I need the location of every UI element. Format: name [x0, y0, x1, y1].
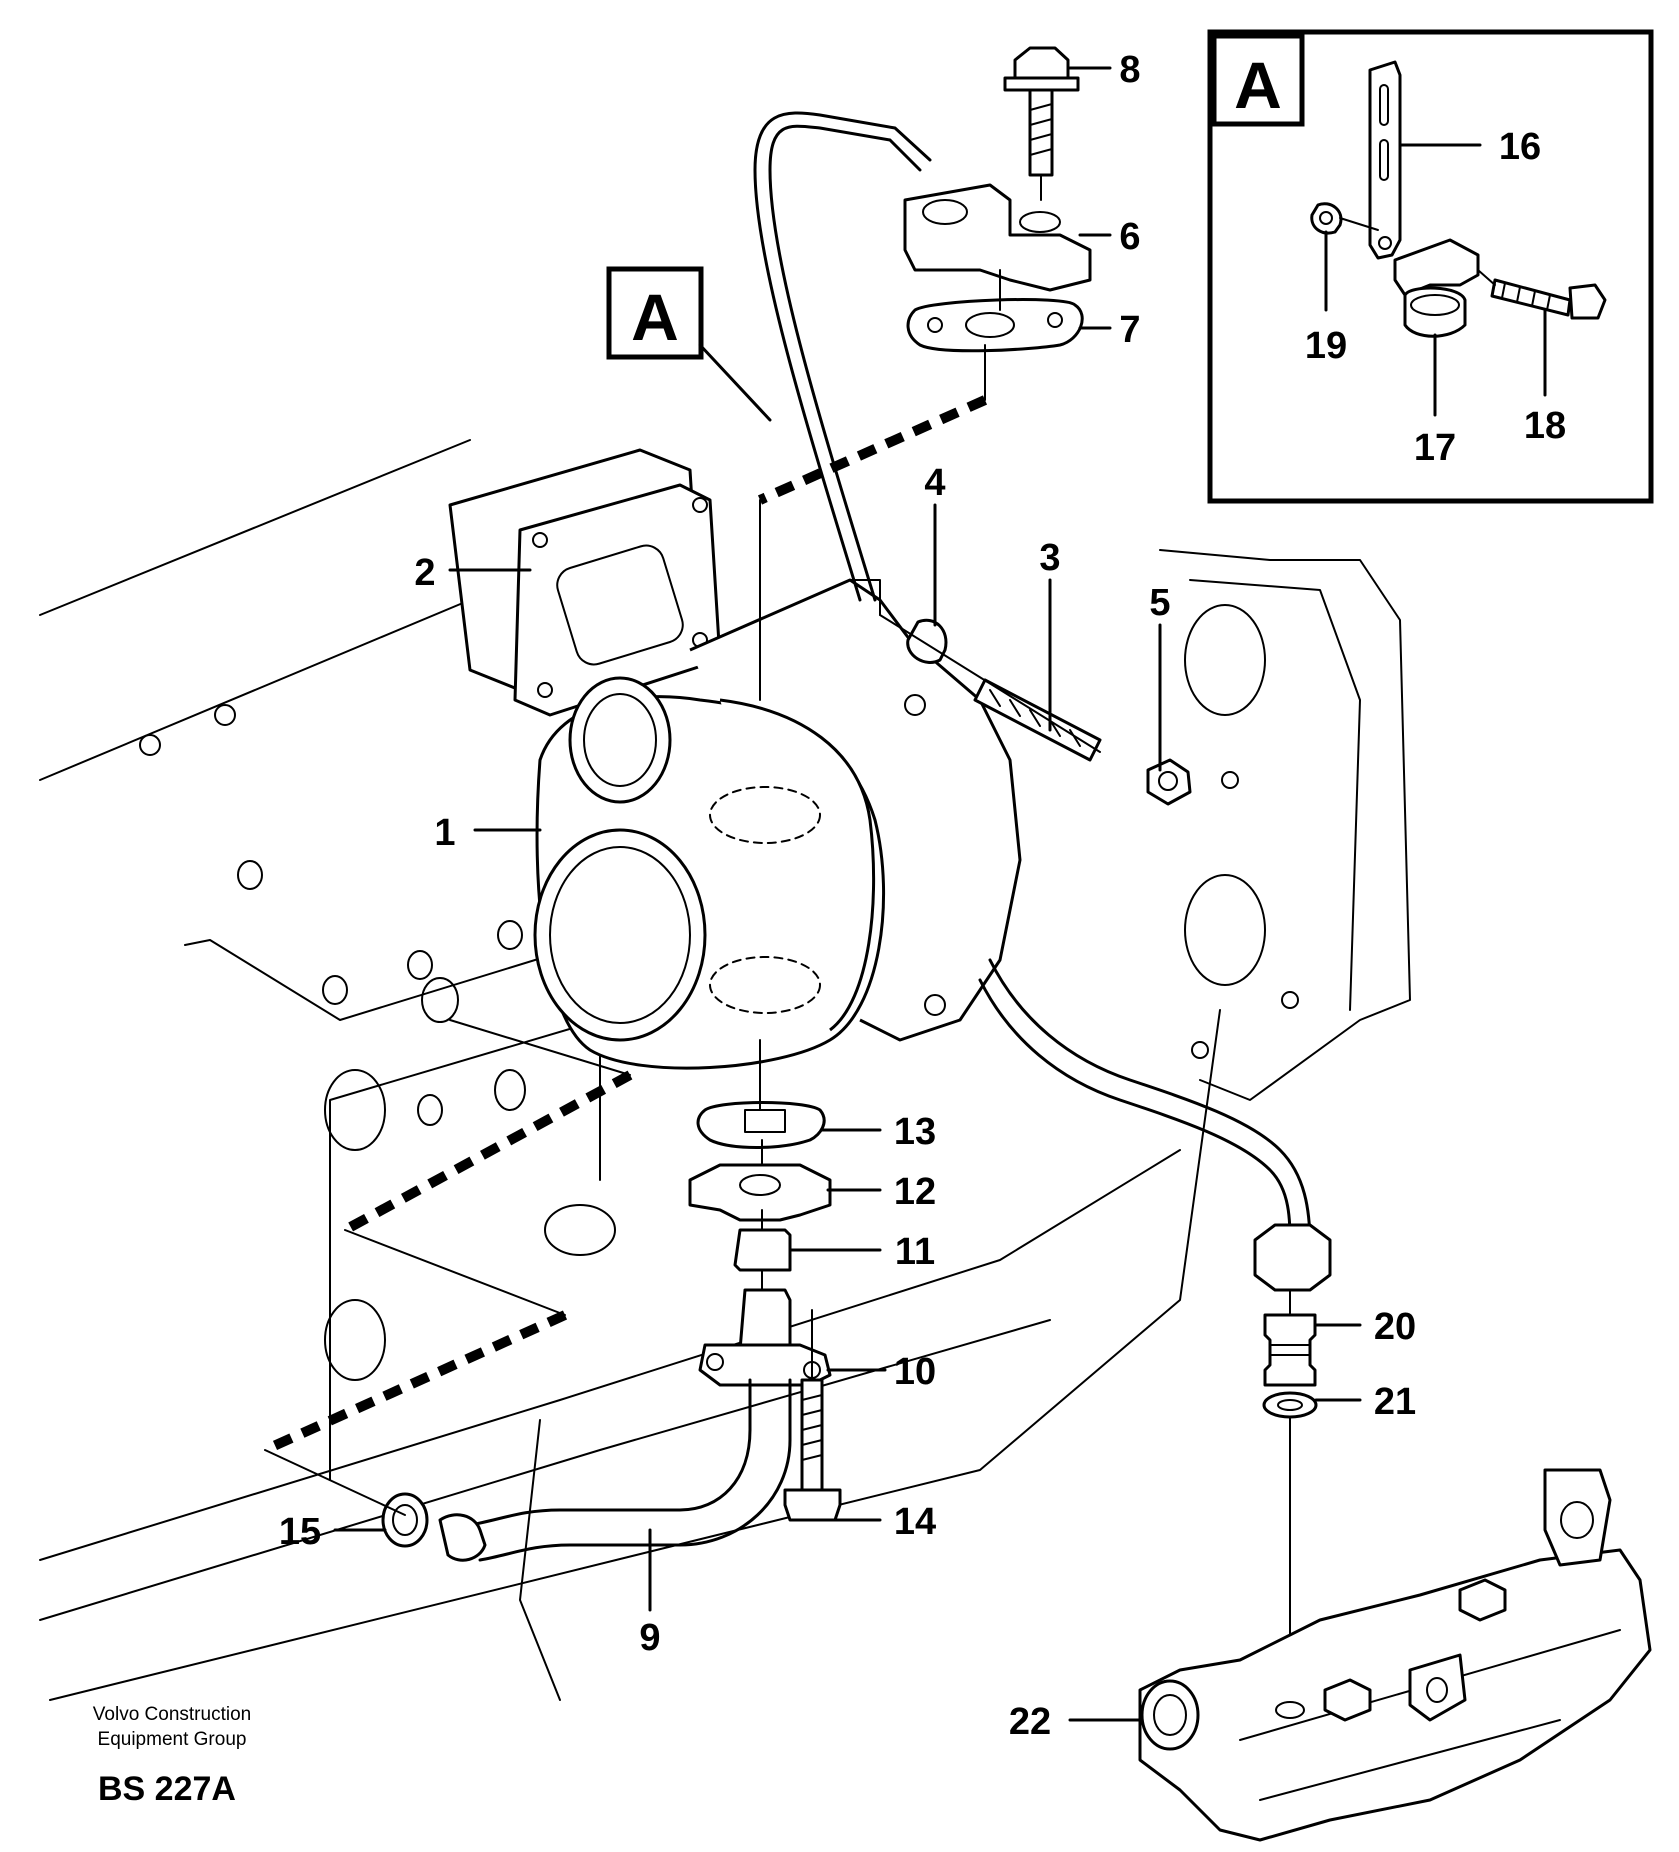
exhaust-flange-gasket — [448, 448, 722, 717]
callout-12: 12 — [894, 1171, 936, 1213]
callout-6: 6 — [1119, 216, 1140, 258]
oil-feed-pipe — [753, 46, 1092, 602]
callout-1: 1 — [434, 812, 455, 854]
callout-20: 20 — [1374, 1306, 1416, 1348]
callout-numbers: 1 2 3 4 5 6 7 8 9 10 11 12 13 14 15 16 1… — [279, 49, 1566, 1743]
callout-22: 22 — [1009, 1701, 1051, 1743]
turbocharger — [533, 578, 1022, 1070]
callout-2: 2 — [414, 552, 435, 594]
footer-credit: Volvo Construction Equipment Group BS 22… — [93, 1704, 251, 1808]
mounting-hardware — [879, 614, 1192, 806]
oil-drain-assembly — [381, 1101, 842, 1562]
flywheel-housing-outline — [1159, 549, 1411, 1101]
inset-letter: A — [1234, 48, 1282, 122]
callout-3: 3 — [1039, 537, 1060, 579]
callout-8: 8 — [1119, 49, 1140, 91]
callout-21: 21 — [1374, 1381, 1416, 1423]
oil-return-pipe — [978, 958, 1652, 1842]
callout-18: 18 — [1524, 405, 1566, 447]
detail-marker-a: A — [606, 266, 772, 422]
detail-marker-letter: A — [631, 280, 679, 354]
callout-10: 10 — [894, 1351, 936, 1393]
callout-4: 4 — [924, 462, 945, 504]
callout-15: 15 — [279, 1511, 321, 1553]
callout-13: 13 — [894, 1111, 936, 1153]
assembly-dashed-leaders — [262, 344, 988, 1516]
callout-11: 11 — [895, 1231, 935, 1273]
callout-16: 16 — [1499, 126, 1541, 168]
callout-9: 9 — [639, 1617, 660, 1659]
callout-14: 14 — [894, 1501, 936, 1543]
callout-7: 7 — [1119, 309, 1140, 351]
callout-5: 5 — [1149, 582, 1170, 624]
company-name-line1: Volvo Construction — [93, 1704, 251, 1725]
callout-19: 19 — [1305, 325, 1347, 367]
detail-inset-a: A — [1207, 29, 1654, 504]
callout-leaders — [333, 66, 1547, 1722]
callout-17: 17 — [1414, 427, 1456, 469]
drawing-code: BS 227A — [98, 1770, 236, 1808]
company-name-line2: Equipment Group — [98, 1729, 247, 1750]
